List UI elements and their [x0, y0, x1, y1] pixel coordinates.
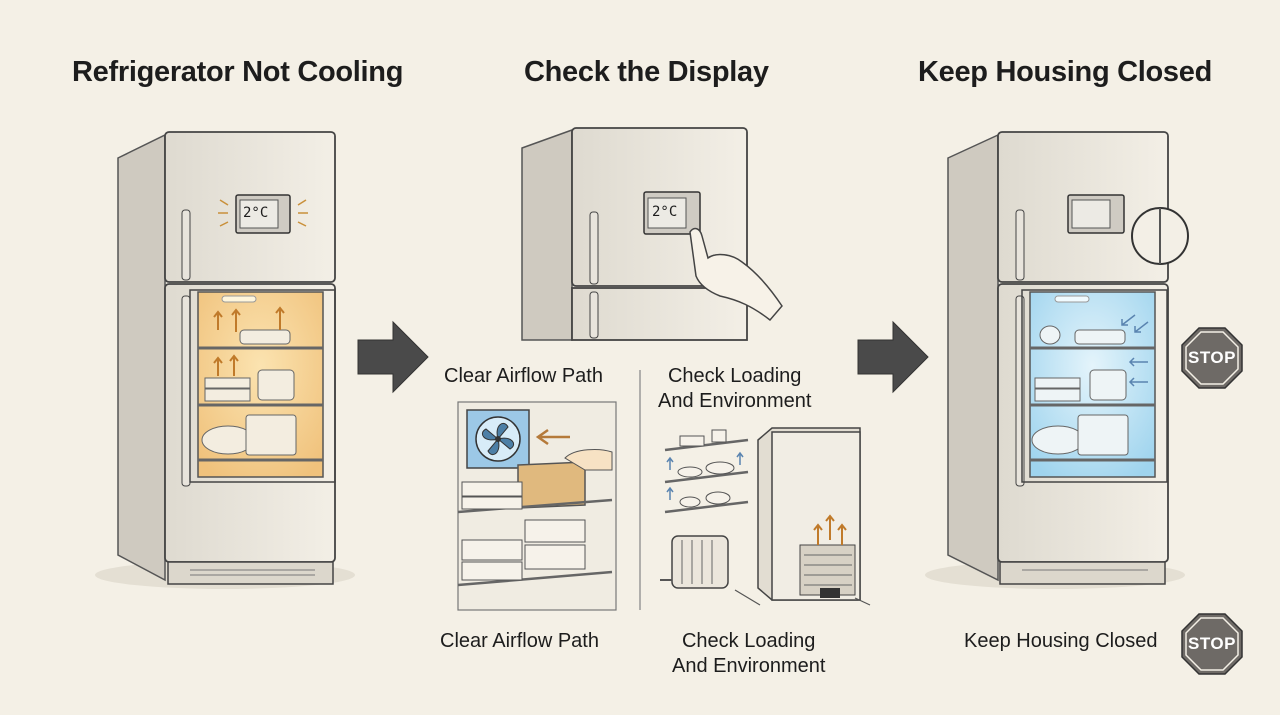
- caption-keep-housing-closed: Keep Housing Closed: [964, 630, 1158, 652]
- caption-loading-bottom: Check Loading And Environment: [672, 629, 825, 679]
- caption-loading-bottom-line2: And Environment: [672, 655, 826, 677]
- fan-icon: [475, 416, 521, 462]
- title-keep-housing-closed: Keep Housing Closed: [918, 56, 1212, 88]
- fridge-housing-closed: [925, 131, 1189, 589]
- stop-sign-label: STOP: [1188, 348, 1236, 367]
- heat-arrows-icon: [813, 514, 847, 545]
- fridge-not-cooling: [95, 131, 355, 589]
- radiator-icon: [660, 535, 729, 589]
- stop-sign-icon: STOP: [1181, 613, 1243, 675]
- stop-sign-icon: STOP: [1181, 327, 1243, 389]
- caption-airflow-bottom: Clear Airflow Path: [440, 630, 599, 652]
- caption-loading-bottom-line1: Check Loading: [681, 630, 816, 652]
- caption-loading-top-line1: Check Loading: [667, 365, 802, 387]
- right-arrow-icon: [357, 320, 429, 394]
- title-not-cooling: Refrigerator Not Cooling: [72, 56, 404, 88]
- hand-icon: [689, 227, 783, 322]
- caption-airflow-top: Clear Airflow Path: [444, 365, 603, 387]
- stop-sign-label: STOP: [1188, 634, 1236, 653]
- title-check-display: Check the Display: [524, 56, 769, 88]
- caption-loading-top: Check Loading And Environment: [658, 364, 811, 414]
- airflow-scene: [457, 401, 617, 611]
- fridge-display-check: [521, 127, 783, 341]
- display-reading-middle: 2°C: [652, 204, 678, 220]
- right-arrow-icon: [857, 320, 929, 394]
- caption-loading-top-line2: And Environment: [658, 390, 812, 412]
- display-reading-left: 2°C: [243, 205, 269, 221]
- environment-scene: [660, 427, 871, 606]
